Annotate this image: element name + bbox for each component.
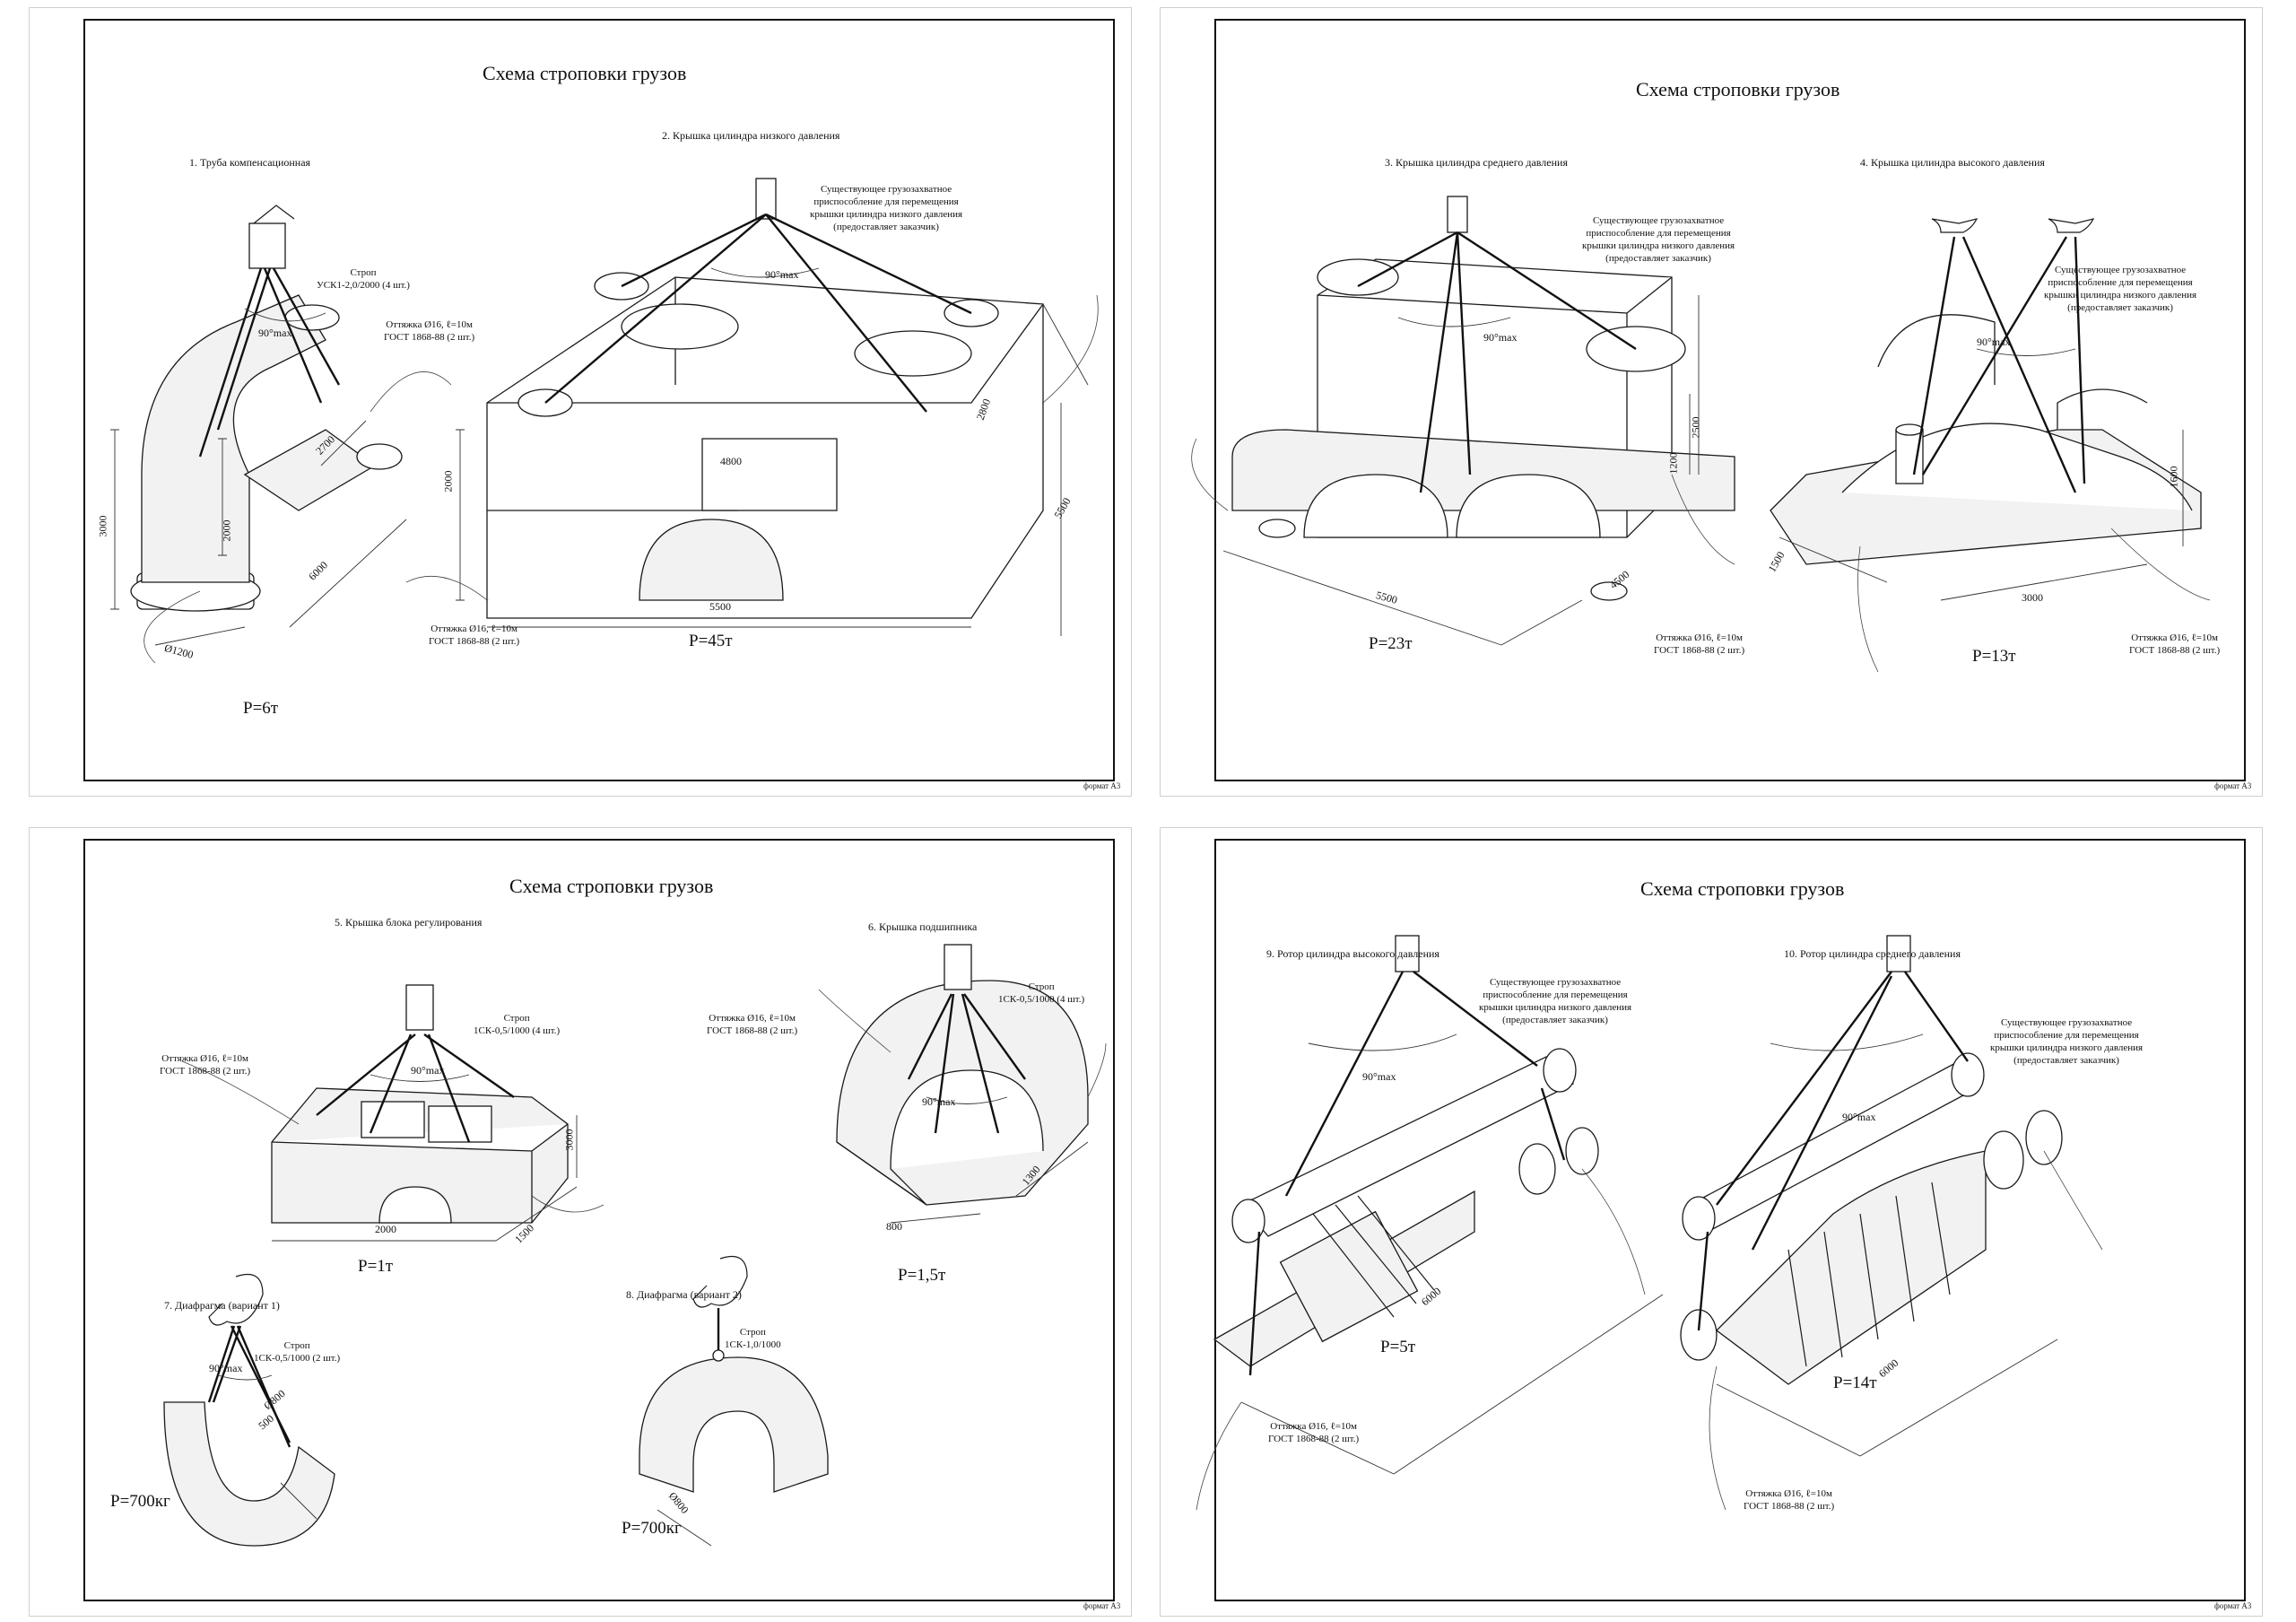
item-2-dim-a: 2000 bbox=[441, 470, 455, 493]
diaphragm-v1-drawing bbox=[163, 1273, 335, 1547]
item-3-dim-c: 1200 bbox=[1666, 452, 1680, 475]
format-label: формат А3 bbox=[1083, 781, 1121, 790]
format-label: формат А3 bbox=[2214, 1601, 2252, 1610]
item-1-title: 1. Труба компенсационная bbox=[189, 156, 311, 169]
item-2-dim-c: 5500 bbox=[709, 600, 731, 613]
item-2-dim-b: 4800 bbox=[720, 455, 742, 467]
hp-rotor-drawing bbox=[1196, 935, 1664, 1511]
compensating-pipe-drawing bbox=[110, 205, 452, 664]
drawing-3-graphics bbox=[163, 944, 1107, 1547]
item-6-angle: 90°max bbox=[922, 1095, 956, 1108]
lp-cylinder-cover-drawing bbox=[405, 178, 1099, 636]
sheet-title: Схема строповки грузов bbox=[1636, 78, 1840, 100]
item-9-load: P=5т bbox=[1380, 1338, 1416, 1356]
ip-rotor-drawing bbox=[1680, 935, 2103, 1511]
item-5-title: 5. Крышка блока регулирования bbox=[335, 916, 483, 929]
item-7-angle: 90°max bbox=[209, 1362, 243, 1374]
item-3-title: 3. Крышка цилиндра среднего давления bbox=[1385, 156, 1568, 169]
item-8-load: P=700кг bbox=[622, 1519, 682, 1538]
diaphragm-v2-drawing bbox=[639, 1255, 829, 1547]
item-5-load: P=1т bbox=[358, 1257, 394, 1276]
item-1-load: P=6т bbox=[243, 699, 279, 718]
item-1-angle: 90°max bbox=[258, 327, 292, 339]
hp-cylinder-cover-drawing bbox=[1770, 218, 2211, 673]
drawing-1-graphics bbox=[110, 178, 1099, 664]
item-7-load: P=700кг bbox=[110, 1492, 170, 1511]
sheet-title: Схема строповки грузов bbox=[509, 875, 714, 897]
item-1-dim-b: 2000 bbox=[220, 519, 233, 542]
item-1-dim-a: 3000 bbox=[96, 515, 109, 537]
bearing-cover-drawing bbox=[818, 944, 1107, 1224]
item-3-load: P=23т bbox=[1369, 634, 1413, 653]
item-3-dim-d: 2500 bbox=[1689, 416, 1702, 439]
item-2-angle: 90°max bbox=[765, 268, 799, 281]
item-2-title: 2. Крышка цилиндра низкого давления bbox=[662, 129, 840, 142]
item-5-dim-a: 2000 bbox=[375, 1223, 396, 1235]
drawing-sheet-4: Схема строповки грузов 9. Ротор цилиндра… bbox=[1160, 827, 2263, 1617]
item-10-title: 10. Ротор цилиндра среднего давления bbox=[1784, 947, 1961, 960]
item-4-load: P=13т bbox=[1972, 647, 2016, 666]
item-5-angle: 90°max bbox=[411, 1064, 445, 1077]
item-9-angle: 90°max bbox=[1362, 1070, 1396, 1083]
item-5-dim-c: 3000 bbox=[562, 1129, 576, 1151]
sheet-frame bbox=[1214, 19, 2246, 781]
item-10-angle: 90°max bbox=[1842, 1111, 1876, 1123]
item-10-load: P=14т bbox=[1833, 1373, 1877, 1392]
item-4-angle: 90°max bbox=[1977, 336, 2011, 348]
drawing-2-graphics bbox=[1191, 196, 2211, 673]
item-4-title: 4. Крышка цилиндра высокого давления bbox=[1860, 156, 2045, 169]
format-label: формат А3 bbox=[1083, 1601, 1121, 1610]
item-2-load: P=45т bbox=[689, 632, 733, 650]
item-8-title: 8. Диафрагма (вариант 2) bbox=[626, 1288, 742, 1301]
item-7-title: 7. Диафрагма (вариант 1) bbox=[164, 1299, 280, 1312]
item-6-dim-a: 800 bbox=[886, 1220, 902, 1233]
item-4-dim-b: 3000 bbox=[2022, 591, 2043, 604]
control-block-cover-drawing bbox=[181, 984, 604, 1242]
format-label: формат А3 bbox=[2214, 781, 2252, 790]
sheet-frame bbox=[83, 19, 1115, 781]
sheet-title: Схема строповки грузов bbox=[1640, 877, 1845, 900]
item-4-dim-c: 1600 bbox=[2167, 466, 2180, 488]
item-3-angle: 90°max bbox=[1483, 331, 1518, 344]
drawing-sheet-1: Схема строповки грузов 1. Труба компенса… bbox=[29, 7, 1132, 797]
drawing-sheet-2: Схема строповки грузов 3. Крышка цилиндр… bbox=[1160, 7, 2263, 797]
sheet-title: Схема строповки грузов bbox=[483, 62, 687, 84]
ip-cylinder-cover-drawing bbox=[1191, 196, 1735, 646]
drawing-sheet-3: Схема строповки грузов 5. Крышка блока р… bbox=[29, 827, 1132, 1617]
sheet-frame bbox=[83, 839, 1115, 1601]
item-6-load: P=1,5т bbox=[898, 1266, 946, 1285]
item-6-title: 6. Крышка подшипника bbox=[868, 920, 978, 933]
drawing-4-graphics bbox=[1196, 935, 2103, 1511]
sheet-frame bbox=[1214, 839, 2246, 1601]
item-9-title: 9. Ротор цилиндра высокого давления bbox=[1266, 947, 1439, 960]
